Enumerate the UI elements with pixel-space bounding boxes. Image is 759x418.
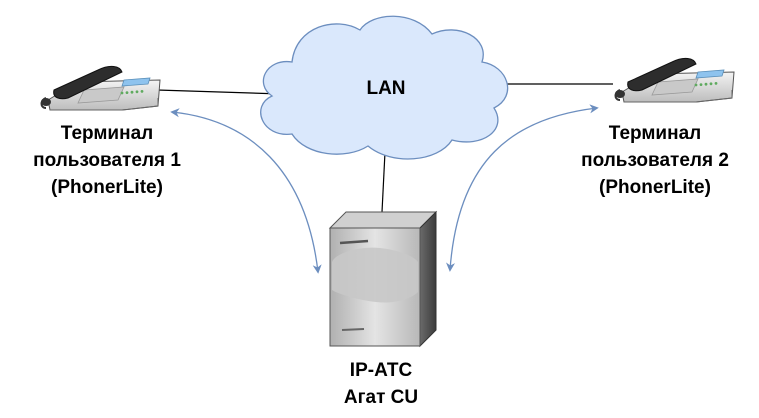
terminal-left-line3: (PhonerLite) xyxy=(51,177,163,198)
lan-label-text: LAN xyxy=(366,78,406,99)
terminal-right-line3: (PhonerLite) xyxy=(599,177,711,198)
link-lan-server xyxy=(381,151,386,213)
terminal-right-line2: пользователя 2 xyxy=(581,150,729,171)
lan-label: LAN xyxy=(344,77,428,101)
terminal-left-line1: Терминал xyxy=(60,123,154,144)
terminal-left-line2: пользователя 1 xyxy=(33,150,181,171)
desk-phone-icon-left xyxy=(40,65,161,111)
server-label: IP-АТС Агат CU xyxy=(316,357,446,411)
link-left-terminal-lan xyxy=(156,89,283,95)
server-icon xyxy=(328,210,438,348)
terminal-right-line1: Терминал xyxy=(608,123,702,144)
arrow-left-terminal-server xyxy=(170,108,322,274)
terminal-right-label: Терминал пользователя 2 (PhonerLite) xyxy=(558,120,752,201)
server-line1: IP-АТС xyxy=(349,360,413,381)
arrow-right-terminal-server xyxy=(445,104,599,272)
terminal-left-label: Терминал пользователя 1 (PhonerLite) xyxy=(12,120,202,201)
server-line2: Агат CU xyxy=(343,387,419,408)
desk-phone-icon-right xyxy=(614,57,735,103)
